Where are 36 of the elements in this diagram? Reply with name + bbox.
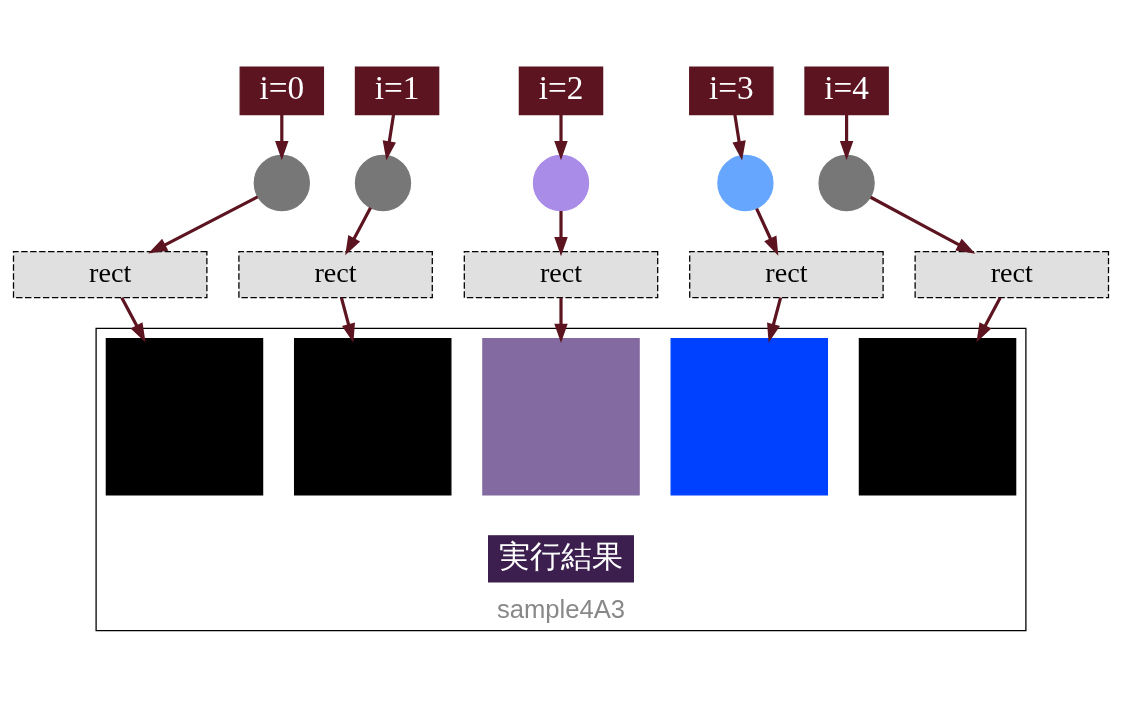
arrow [345,206,372,255]
node-box: i=1 [354,66,440,115]
node-circle [253,154,310,211]
arrow [339,296,355,343]
node-box [293,337,452,495]
arrow [976,296,1002,342]
node-box: rect [914,250,1110,298]
node-box [858,337,1017,495]
node-box [105,337,264,495]
node-box: rect [12,250,208,298]
arrow [732,113,746,160]
arrow [755,207,779,256]
node-box [482,337,640,495]
node-box: rect [238,250,433,298]
arrow [554,114,568,160]
node-box: i=2 [518,66,604,115]
node-circle [717,154,774,211]
arrow [382,113,396,160]
arrow [275,114,289,160]
node-box: i=0 [239,66,325,115]
node-box: rect [463,250,659,298]
arrow [869,195,976,254]
arrow [767,296,783,343]
arrow [120,296,146,342]
node-box: i=3 [689,66,774,115]
arrow [148,194,259,254]
node-box [670,337,829,495]
node-box: i=4 [804,66,889,115]
node-circle [818,154,875,211]
node-circle [532,154,590,211]
node-circle [354,154,412,211]
arrow [839,114,854,160]
node-box: rect [689,250,884,298]
arrow [554,297,568,343]
arrow [554,210,568,256]
node-box: 実行結果 [488,534,634,583]
